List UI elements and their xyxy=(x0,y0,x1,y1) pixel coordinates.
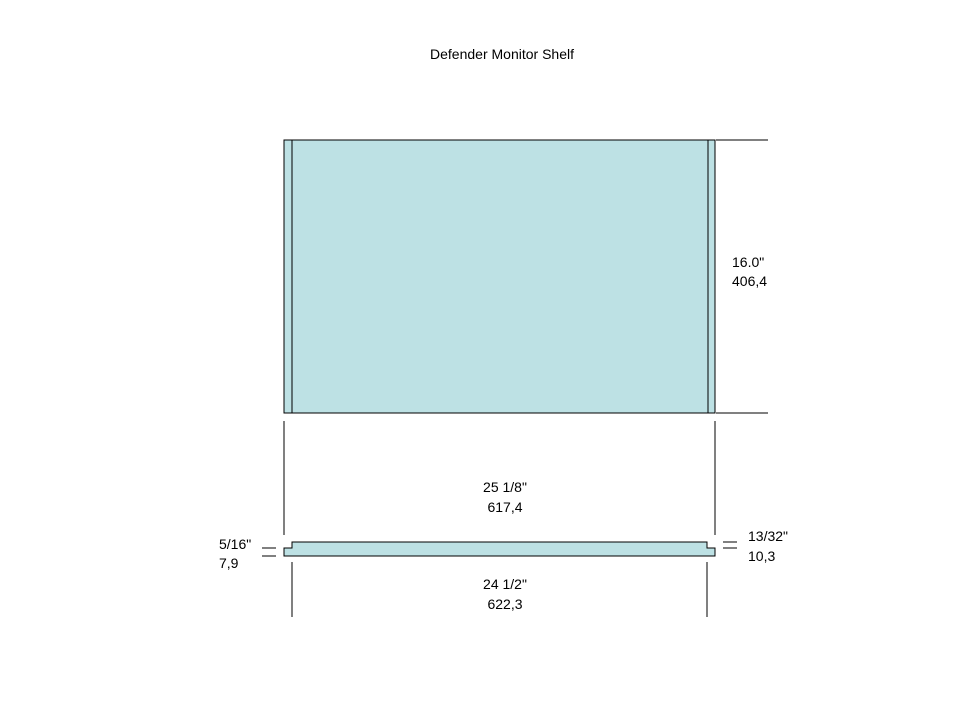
bottom-width-dimension: 24 1/2" 622,3 xyxy=(291,562,708,617)
right-step-metric-label: 10,3 xyxy=(748,548,775,564)
height-imperial-label: 16.0" xyxy=(732,254,764,270)
shelf-top-view xyxy=(283,139,716,414)
left-step-metric-label: 7,9 xyxy=(219,555,239,571)
shelf-panel xyxy=(283,139,716,414)
drawing-title: Defender Monitor Shelf xyxy=(430,46,574,62)
shelf-profile xyxy=(283,541,716,557)
right-step-imperial-label: 13/32" xyxy=(748,528,788,544)
height-dimension: 16.0" 406,4 xyxy=(716,139,768,414)
bottom-width-metric-label: 622,3 xyxy=(487,596,522,612)
shelf-side-view xyxy=(283,541,716,557)
top-width-dimension: 25 1/8" 617,4 xyxy=(283,421,716,535)
top-width-imperial-label: 25 1/8" xyxy=(483,479,527,495)
top-width-metric-label: 617,4 xyxy=(487,499,522,515)
right-step-dimension: 13/32" 10,3 xyxy=(723,528,788,564)
bottom-width-imperial-label: 24 1/2" xyxy=(483,576,527,592)
left-step-dimension: 5/16" 7,9 xyxy=(219,536,276,571)
left-step-imperial-label: 5/16" xyxy=(219,536,251,552)
height-metric-label: 406,4 xyxy=(732,273,767,289)
